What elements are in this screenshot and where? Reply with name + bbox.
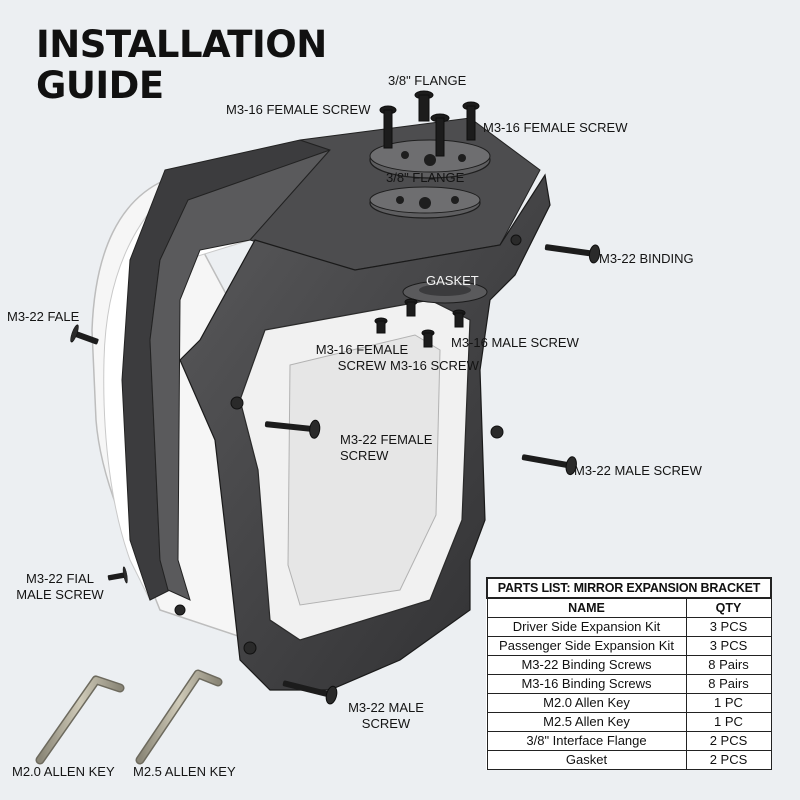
part-name: M2.5 Allen Key xyxy=(486,712,687,732)
part-name: Gasket xyxy=(486,750,687,770)
column-header-name: NAME xyxy=(486,597,687,618)
gasket-icon xyxy=(402,280,488,304)
table-row: M2.5 Allen Key 1 PC xyxy=(486,712,772,732)
part-qty: 1 PC xyxy=(685,712,772,732)
part-name: Driver Side Expansion Kit xyxy=(486,617,687,637)
guide-title: INSTALLATION GUIDE xyxy=(36,24,327,106)
screw-icon xyxy=(374,90,480,348)
label-m3-16-male: M3-16 MALE SCREW xyxy=(451,335,579,350)
table-row: Driver Side Expansion Kit 3 PCS xyxy=(486,617,772,637)
table-row: 3/8" Interface Flange 2 PCS xyxy=(486,731,772,751)
label-m3-16-female-top: M3-16 FEMALE SCREW xyxy=(226,102,371,117)
part-qty: 2 PCS xyxy=(685,750,772,770)
title-line-1: INSTALLATION xyxy=(36,23,327,66)
part-name: Passenger Side Expansion Kit xyxy=(486,636,687,656)
part-name: M3-16 Binding Screws xyxy=(486,674,687,694)
label-m3-16-screw: M3-16 SCREW xyxy=(390,358,479,373)
column-header-qty: QTY xyxy=(685,597,772,618)
label-allen-key-2-5: M2.5 ALLEN KEY xyxy=(133,764,236,779)
parts-list-caption: PARTS LIST: MIRROR EXPANSION BRACKET xyxy=(486,577,772,599)
label-gasket: GASKET xyxy=(426,273,479,288)
part-qty: 2 PCS xyxy=(685,731,772,751)
part-name: M3-22 Binding Screws xyxy=(486,655,687,675)
part-qty: 8 Pairs xyxy=(685,674,772,694)
table-row: M2.0 Allen Key 1 PC xyxy=(486,693,772,713)
label-m3-22-binding: M3-22 BINDING xyxy=(599,251,694,266)
label-m3-22-female: M3-22 FEMALE SCREW xyxy=(340,432,433,463)
part-qty: 3 PCS xyxy=(685,636,772,656)
part-qty: 1 PC xyxy=(685,693,772,713)
label-m3-22-male-bottom: M3-22 MALE SCREW xyxy=(348,700,424,731)
label-flange-mid: 3/8" FLANGE xyxy=(386,170,465,185)
part-name: 3/8" Interface Flange xyxy=(486,731,687,751)
table-row: Gasket 2 PCS xyxy=(486,750,772,770)
table-row: M3-22 Binding Screws 8 Pairs xyxy=(486,655,772,675)
label-m3-22-fale: M3-22 FALE xyxy=(7,309,80,324)
label-m3-16-female-inner: M3-16 FEMALE SCREW xyxy=(315,342,409,373)
table-row: Passenger Side Expansion Kit 3 PCS xyxy=(486,636,772,656)
bracket-front-frame xyxy=(174,173,551,691)
label-m3-22-male-right: M3-22 MALE SCREW xyxy=(574,463,702,478)
flange-icon xyxy=(369,139,491,219)
label-m3-22-fial: M3-22 FIAL MALE SCREW xyxy=(16,571,104,602)
parts-list-table: PARTS LIST: MIRROR EXPANSION BRACKET NAM… xyxy=(486,577,772,770)
label-m3-16-female-right: M3-16 FEMALE SCREW xyxy=(483,120,628,135)
allen-key-icon xyxy=(35,675,125,765)
part-qty: 3 PCS xyxy=(685,617,772,637)
allen-key-icon xyxy=(135,669,223,765)
part-qty: 8 Pairs xyxy=(685,655,772,675)
label-flange-top: 3/8" FLANGE xyxy=(388,73,467,88)
label-allen-key-2-0: M2.0 ALLEN KEY xyxy=(12,764,115,779)
title-line-2: GUIDE xyxy=(36,64,164,107)
table-row: M3-16 Binding Screws 8 Pairs xyxy=(486,674,772,694)
part-name: M2.0 Allen Key xyxy=(486,693,687,713)
